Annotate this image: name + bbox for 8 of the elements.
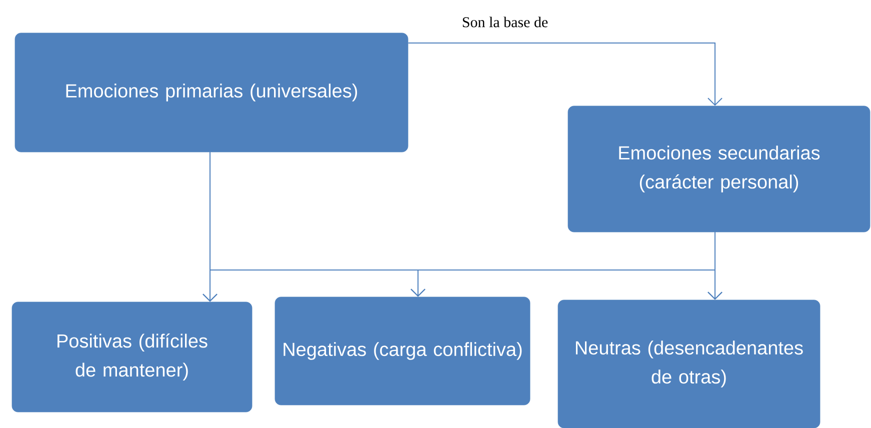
- process-box: Positivas (difíciles de mantener): [12, 302, 252, 412]
- process-box: Emociones secundarias (carácter personal): [568, 106, 870, 232]
- process-box: Negativas (carga conflictiva): [274, 296, 530, 406]
- arrow: [408, 42, 722, 106]
- process-box: Emociones primarias (universales): [14, 32, 408, 152]
- process-box: Neutras (desencadenantes de otras): [558, 300, 820, 428]
- arrow: [708, 232, 722, 300]
- edge-label: Son la base de: [460, 16, 550, 28]
